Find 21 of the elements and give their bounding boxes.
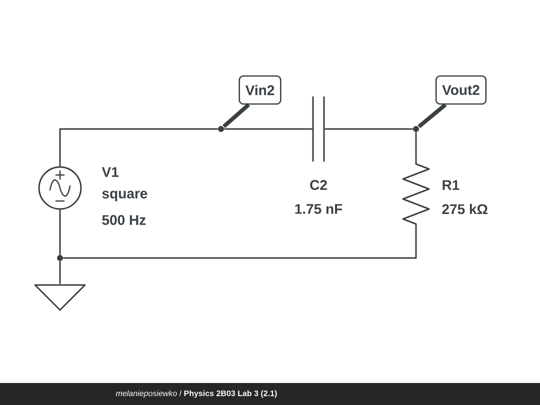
wire — [59, 128, 218, 167]
component-label: C2 — [310, 180, 327, 190]
capacitor-symbol — [312, 96, 325, 162]
wire — [324, 128, 413, 130]
wire — [63, 230, 417, 259]
net-label-flag: Vin2 — [238, 75, 282, 105]
resistor-symbol — [402, 157, 430, 231]
net-label-flag: Vout2 — [435, 75, 487, 105]
component-label: 275 kΩ — [442, 204, 488, 214]
voltage-source-symbol — [38, 166, 82, 210]
wire — [59, 209, 61, 255]
ground-symbol — [34, 284, 86, 311]
component-label: square — [102, 190, 148, 202]
wire — [59, 261, 61, 284]
component-label: 500 Hz — [102, 215, 146, 225]
wire — [415, 132, 417, 158]
component-label: 1.75 nF — [295, 204, 342, 214]
footer-title: melanieposiewko / Physics 2B03 Lab 3 (2.1) — [116, 390, 277, 398]
wire — [224, 128, 312, 130]
component-label: R1 — [442, 180, 460, 190]
component-label: V1 — [102, 167, 118, 177]
